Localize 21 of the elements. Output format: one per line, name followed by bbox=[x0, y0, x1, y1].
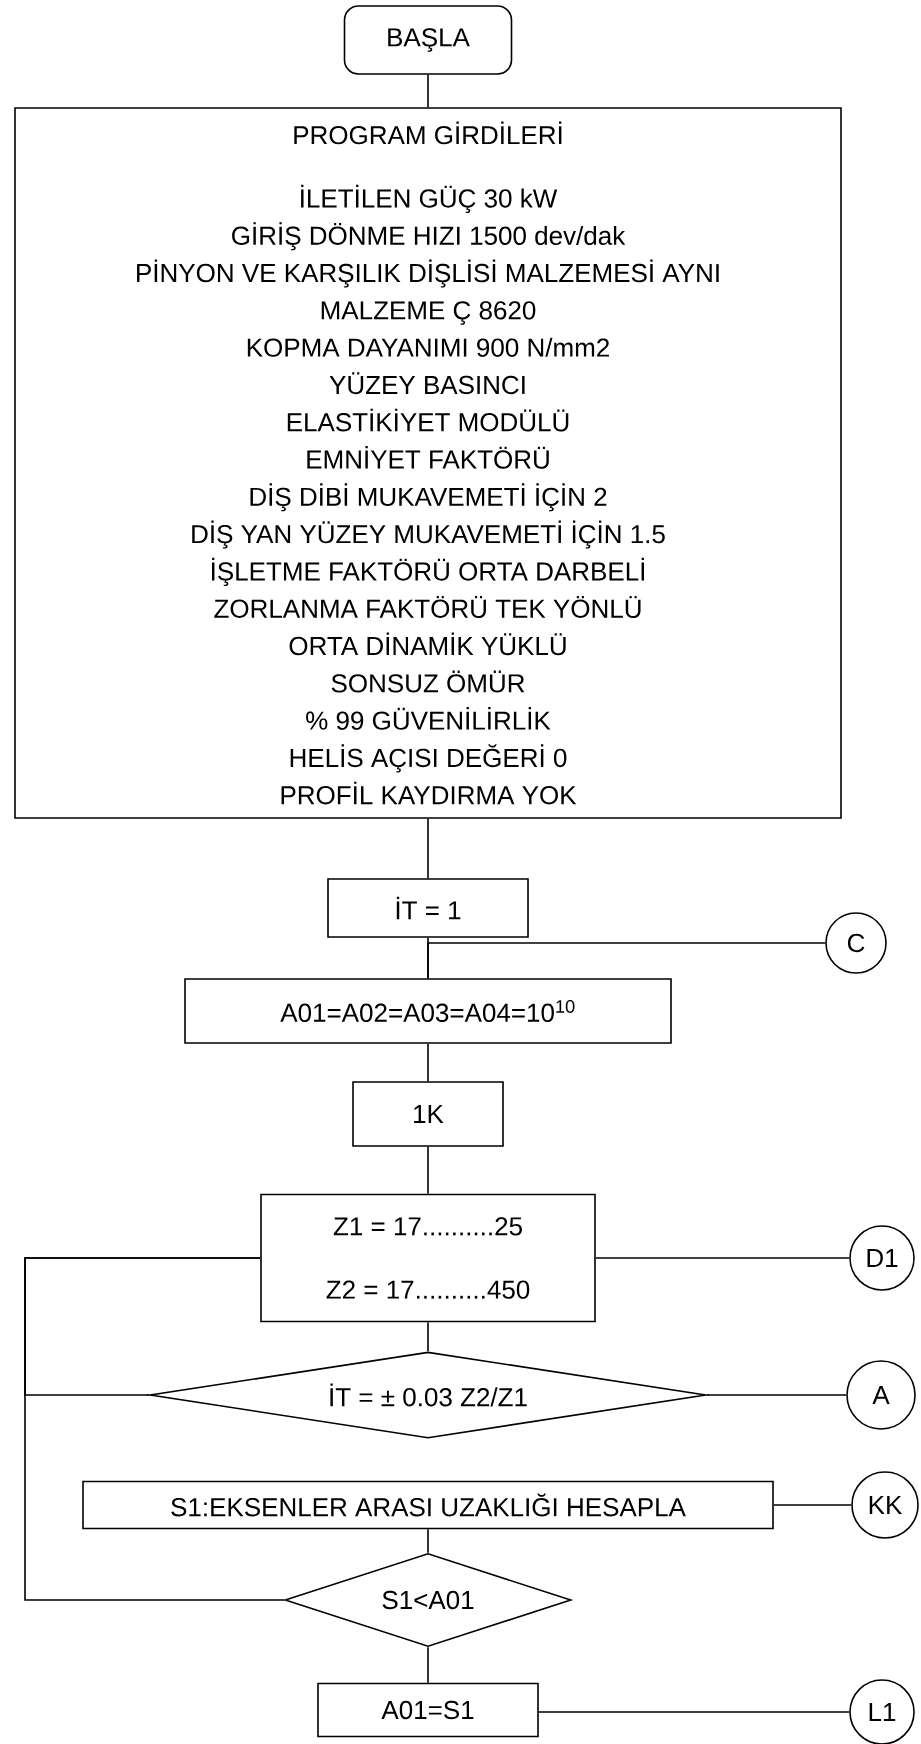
connector-line bbox=[427, 1321, 429, 1352]
process-box: PROGRAM GİRDİLERİ İLETİLEN GÜÇ 30 kW GİRİŞ DÖNME HIZI 1500 dev/dak PİNYON VE KARŞILIK DİŞLİSİ MALZEMESİ AYNI MALZEME Ç 8620 KOPMA DAYANIMI 900 N/mm2 YÜZEY BASINCI ELASTİKİYET MODÜLÜ EMNİYET FAKTÖRÜ DİŞ DİBİ MUKAVEMETİ İÇİN 2 DİŞ YAN YÜZEY MUKAVEMETİ İÇİN 1.5 İŞLETME FAKTÖRÜ ORTA DARBELİ ZORLANMA FAKTÖRÜ TEK YÖNLÜ ORTA DİNAMİK YÜKLÜ SONSUZ ÖMÜR % 99 GÜVENİLİRLİK HELİS AÇISI DEĞERİ 0 PROFİL KAYDIRMA YOK bbox=[14, 107, 842, 819]
process-box: İT = 1 bbox=[327, 878, 529, 938]
process-box: S1:EKSENLER ARASI UZAKLIĞI HESAPLA bbox=[82, 1480, 774, 1530]
process-box: A01=S1 bbox=[317, 1682, 539, 1738]
connector-line bbox=[427, 1646, 429, 1684]
process-box: Z1 = 17..........25 Z2 = 17..........450 bbox=[260, 1193, 596, 1323]
connector-line bbox=[427, 74, 429, 108]
connector-line bbox=[773, 1504, 852, 1506]
process-box: A01=A02=A03=A04=10$^{10}$ bbox=[184, 978, 672, 1044]
start-terminal: BAŞLA bbox=[343, 5, 513, 75]
connector-line bbox=[24, 1257, 285, 1601]
connector-line bbox=[427, 942, 826, 979]
connector-line bbox=[538, 1711, 850, 1713]
connector-line bbox=[706, 1394, 847, 1396]
connector-line bbox=[427, 1146, 429, 1195]
connector-line bbox=[427, 1043, 429, 1082]
process-box: 1K bbox=[352, 1081, 504, 1147]
connector-line bbox=[427, 1528, 429, 1554]
connector-line bbox=[427, 818, 429, 879]
connector-line bbox=[595, 1257, 850, 1259]
